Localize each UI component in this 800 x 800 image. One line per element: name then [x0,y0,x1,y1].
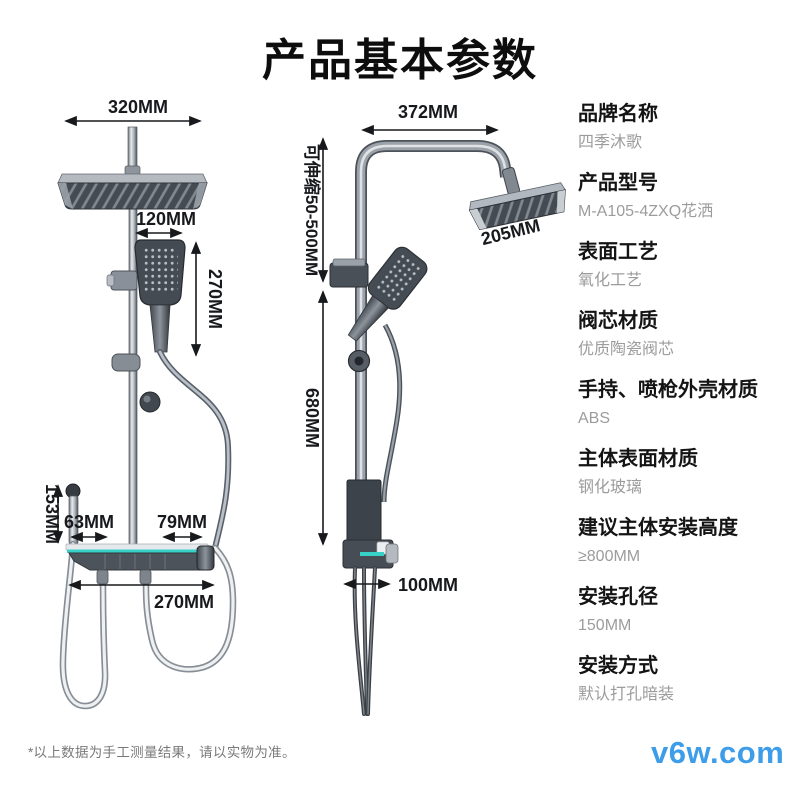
spec-value: 氧化工艺 [578,272,643,289]
overhead-shower-side [468,182,566,231]
rain-shower-head [57,173,208,210]
diverter-knob [139,391,161,413]
dimension-body-depth: 100MM [343,575,458,595]
head-connector [502,167,520,195]
spec-item-valve-material: 阀芯材质 优质陶瓷阀芯 [578,310,794,359]
figure-front-view: 320MM 120MM 270MM 153MM 63MM 79MM 270MM [42,97,237,710]
dim-label-79: 79MM [157,512,207,532]
footnote: *以上数据为手工测量结果，请以实物为准。 [28,745,296,760]
spec-label: 手持、喷枪外壳材质 [578,379,758,401]
spec-label: 安装孔径 [578,586,658,608]
dimension-left-offset: 63MM [64,512,114,543]
spec-value: 四季沐歌 [578,134,643,151]
dim-label-120: 120MM [136,209,196,229]
dim-label-320: 320MM [108,97,168,117]
spec-label: 建议主体安装高度 [578,517,738,539]
spec-item-brand: 品牌名称 四季沐歌 [578,103,794,152]
shelf-body [65,543,215,585]
gooseneck-arm [355,140,512,555]
spec-label: 安装方式 [578,655,658,677]
dim-label-680: 680MM [302,388,322,448]
dim-label-63: 63MM [64,512,114,532]
dimension-handheld-height: 270MM [190,241,225,357]
spec-value: ABS [578,410,611,427]
dimension-spray-gun-height: 153MM [42,484,64,544]
body-side [342,479,399,569]
ambient-light-strip-side [360,552,384,556]
outlet-hoses-side [352,566,377,716]
spec-value: 默认打孔暗装 [578,686,675,703]
shower-hoses [59,349,237,710]
spec-label: 品牌名称 [578,103,658,125]
spec-item-install-method: 安装方式 默认打孔暗装 [578,655,794,704]
ambient-light-strip [67,549,207,553]
dimension-arm-width: 372MM [361,102,499,136]
dim-label-153: 153MM [42,484,62,544]
handheld-shower [134,239,186,353]
spec-item-install-height: 建议主体安装高度 ≥800MM [578,517,794,566]
figure-side-view: 372MM 可伸缩50-500MM 680MM 205MM 100MM [302,102,566,716]
handheld-hose-side [381,323,403,503]
dim-label-270v: 270MM [205,269,225,329]
page-title: 产品基本参数 [262,36,538,85]
spec-label: 主体表面材质 [578,448,698,470]
spec-label: 表面工艺 [578,241,658,263]
dim-label-372: 372MM [398,102,458,122]
dimension-handheld-width: 120MM [135,209,196,239]
dimension-telescopic: 可伸缩50-500MM [302,137,329,283]
swivel-knob [347,349,371,373]
dimension-right-offset: 79MM [157,512,207,543]
dim-label-100: 100MM [398,575,458,595]
dimension-body-width: 270MM [68,579,215,612]
spec-item-body-material: 主体表面材质 钢化玻璃 [578,448,794,497]
handheld-shower-side [347,246,428,342]
spec-item-surface-process: 表面工艺 氧化工艺 [578,241,794,290]
watermark: v6w.com [651,735,785,770]
pipe-bracket [111,353,141,372]
dimension-riser-height: 680MM [302,290,329,546]
spec-label: 产品型号 [578,172,658,194]
spec-value: 150MM [578,617,632,634]
handheld-bracket [329,258,369,288]
dim-label-telescopic: 可伸缩50-500MM [302,144,322,276]
spec-item-shell-material: 手持、喷枪外壳材质 ABS [578,379,794,428]
slider-clamp [106,270,138,291]
spec-value: M-A105-4ZXQ花洒 [578,203,714,220]
spec-item-hole-diameter: 安装孔径 150MM [578,586,794,635]
spec-list: 品牌名称 四季沐歌 产品型号 M-A105-4ZXQ花洒 表面工艺 氧化工艺 阀… [578,103,794,724]
spec-value: 优质陶瓷阀芯 [578,341,675,358]
spec-item-model: 产品型号 M-A105-4ZXQ花洒 [578,172,794,221]
spec-label: 阀芯材质 [578,310,658,332]
dimension-overhead-width: 320MM [64,97,202,127]
spec-value: ≥800MM [578,548,641,565]
spec-value: 钢化玻璃 [578,479,643,496]
dim-label-270b: 270MM [154,592,214,612]
